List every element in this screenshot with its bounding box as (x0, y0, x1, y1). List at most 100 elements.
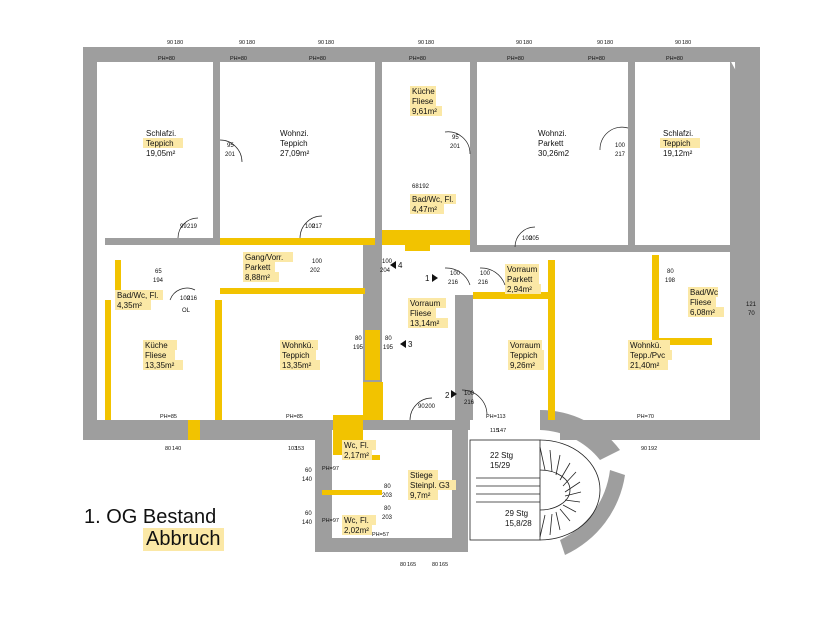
room-name: Vorraum (410, 299, 441, 308)
room-name: Wohnzi. (538, 129, 567, 138)
room-area: 13,35m² (282, 361, 312, 370)
room-name: Bad/Wc, Fl. (117, 291, 158, 300)
door-dim: 95 (452, 135, 459, 141)
room-name: Vorraum (510, 341, 541, 350)
outer-walls (83, 47, 760, 555)
marker-4: 4 (398, 261, 403, 270)
room-area: 2,02m² (344, 526, 369, 535)
marker-1: 1 (425, 274, 430, 283)
room-material: Parkett (245, 263, 271, 272)
window-dim: 153 (295, 446, 304, 452)
room-material: Tepp./Pvc (630, 351, 665, 360)
top-windows: 90 180 PH=80 90 180 PH=80 90 180 PH=80 9… (158, 40, 691, 62)
room-name: Schlafzi. (663, 129, 693, 138)
door-dim: 195 (353, 345, 364, 351)
door-dim: 121 (746, 302, 757, 308)
stair-label: 22 Stg (490, 451, 513, 460)
marker-2: 2 (445, 391, 450, 400)
door-dim: 216 (448, 280, 459, 286)
room-area: 21,40m² (630, 361, 660, 370)
window-dim: 192 (648, 446, 657, 452)
room-material: Parkett (538, 139, 564, 148)
room-area: 9,7m² (410, 491, 431, 500)
door-dim: 60 (305, 511, 312, 517)
stair-label: 15/29 (490, 461, 511, 470)
window-dim: 180 (246, 40, 255, 46)
window-dim: 90 (516, 40, 522, 46)
door-dim: 100 (382, 259, 393, 265)
bottom-windows: PH=85 80 140 PH=85 103 153 PH=113 115 14… (160, 414, 657, 568)
door-dim: 217 (615, 152, 626, 158)
window-dim: 80 (432, 562, 438, 568)
room-material: Teppich (146, 139, 174, 148)
room-material: Parkett (507, 275, 533, 284)
room-name: Wc, Fl. (344, 516, 369, 525)
window-ph: PH=80 (507, 56, 524, 62)
window-dim: 140 (172, 446, 181, 452)
room-name: Wohnkü. (282, 341, 313, 350)
window-dim: 80 (400, 562, 406, 568)
room-area: 19,05m² (146, 149, 176, 158)
marker-3: 3 (408, 340, 413, 349)
room-labels: Schlafzi. Teppich 19,05m² Wohnzi. Teppic… (117, 87, 718, 535)
window-dim: 90 (641, 446, 647, 452)
room-material: Teppich (510, 351, 538, 360)
door-dim: 80 (667, 269, 674, 275)
window-ph: PH=97 (322, 518, 339, 524)
room-name: Küche (412, 87, 435, 96)
room-name: Bad/Wc, Fl. (412, 195, 453, 204)
door-dim: 203 (382, 515, 393, 521)
room-area: 8,88m² (245, 273, 270, 282)
legend-demolition: Abbruch (143, 528, 224, 551)
room-area: 19,12m² (663, 149, 693, 158)
window-dim: 90 (239, 40, 245, 46)
door-dim: 100 (480, 271, 491, 277)
room-area: 2,94m² (507, 285, 532, 294)
door-dim: 100 (312, 259, 323, 265)
room-material: Teppich (280, 139, 308, 148)
window-dim: 180 (604, 40, 613, 46)
door-swings (169, 126, 629, 421)
window-ph: PH=113 (486, 414, 506, 420)
stair-drawing (469, 439, 601, 541)
door-dim: 100 (450, 271, 461, 277)
window-ph: PH=57 (372, 532, 389, 538)
door-dim: 100 (305, 224, 316, 230)
window-dim: 90 (675, 40, 681, 46)
room-area: 13,35m² (145, 361, 175, 370)
door-dim: 100 (464, 391, 475, 397)
demolition-walls (105, 230, 712, 495)
window-dim: 147 (497, 428, 506, 434)
window-ph: PH=80 (309, 56, 326, 62)
window-dim: 90 (167, 40, 173, 46)
door-dim: 80 (384, 506, 391, 512)
room-material: Steinpl. G3 (410, 481, 450, 490)
room-name: Bad/Wc (690, 288, 718, 297)
door-dim: 140 (302, 520, 313, 526)
window-dim: 180 (425, 40, 434, 46)
room-area: 2,17m² (344, 451, 369, 460)
window-dim: 90 (318, 40, 324, 46)
room-name: Vorraum (507, 265, 538, 274)
door-dim: 90 (418, 404, 425, 410)
stair-label: 15,8/28 (505, 519, 532, 528)
room-name: Schlafzi. (146, 129, 176, 138)
window-dim: 165 (439, 562, 448, 568)
room-material: Teppich (663, 139, 691, 148)
window-dim: 180 (523, 40, 532, 46)
room-material: Fliese (145, 351, 167, 360)
window-ph: PH=85 (160, 414, 177, 420)
room-material: Fliese (412, 97, 434, 106)
room-name: Wohnkü. (630, 341, 661, 350)
stair-label: 29 Stg (505, 509, 528, 518)
room-material: Teppich (282, 351, 310, 360)
window-ph: PH=85 (286, 414, 303, 420)
window-ph: PH=80 (230, 56, 247, 62)
door-dim: 70 (748, 311, 755, 317)
room-area: 9,61m² (412, 107, 437, 116)
room-name: Wc, Fl. (344, 441, 369, 450)
door-dim: 194 (153, 278, 164, 284)
section-markers: 1 2 3 4 (390, 261, 457, 400)
door-dimensions: 95 201 95 201 100 217 99 219 100 217 68 … (153, 135, 757, 526)
